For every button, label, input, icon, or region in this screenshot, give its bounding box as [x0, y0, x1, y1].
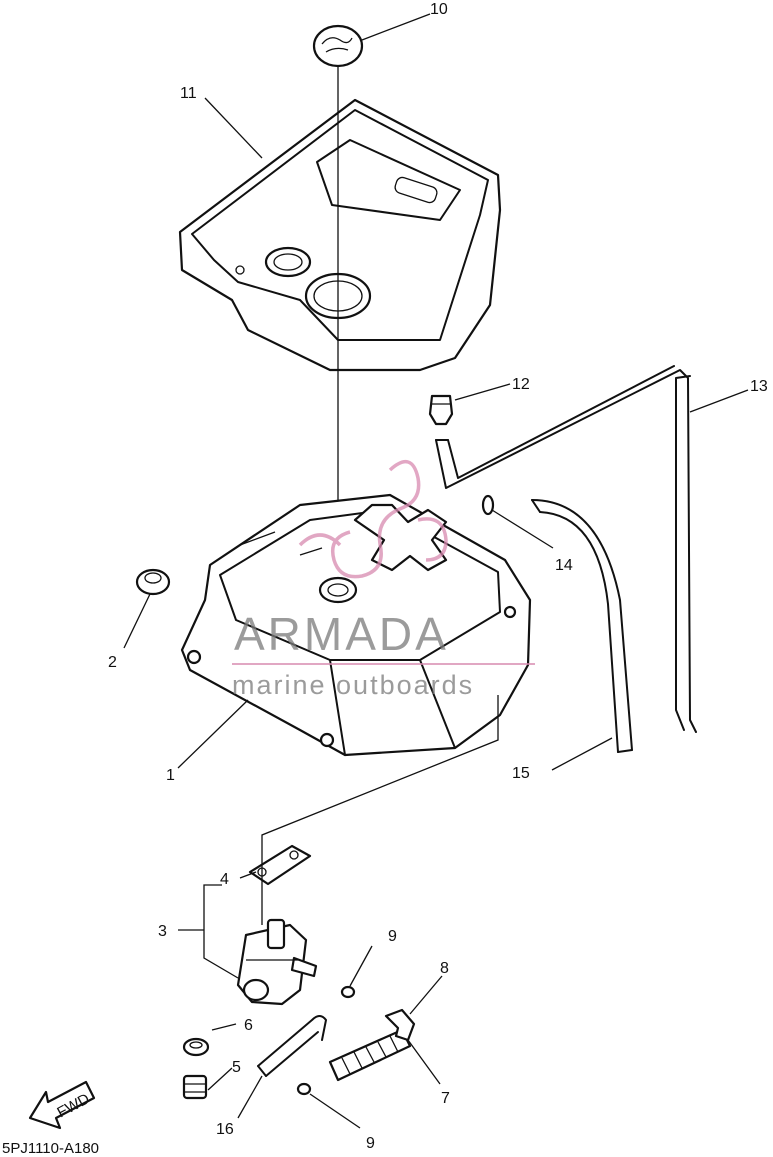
callout-15: 15	[512, 765, 530, 782]
watermark-brand: ARMADA	[234, 608, 449, 660]
callout-11: 11	[180, 85, 197, 102]
fwd-arrow: FWD	[28, 1080, 96, 1130]
leader-lines	[123, 13, 749, 1129]
armada-watermark: ARMADA marine outboards	[232, 460, 535, 700]
part-5-drain-plug	[182, 1074, 208, 1100]
callout-10: 10	[430, 1, 448, 18]
callout-4: 4	[220, 871, 229, 888]
part-4-gasket	[248, 844, 312, 886]
part-11-tank-cover	[178, 98, 502, 372]
callout-7: 7	[441, 1090, 450, 1107]
callout-13: 13	[750, 378, 768, 395]
callout-6: 6	[244, 1017, 253, 1034]
watermark-logo-swirl	[298, 460, 448, 579]
callout-1: 1	[166, 767, 175, 784]
part-9-clip-upper	[340, 985, 356, 999]
part-10-fuel-cap	[312, 24, 364, 68]
part-6-washer	[182, 1037, 210, 1057]
part-12-fitting	[428, 394, 454, 426]
part-2-grommet	[135, 568, 171, 596]
callout-labels: 1 2 3 4 5 6 7 8 9 9 10 11 12 13 14 15 16	[108, 1, 768, 1152]
callout-2: 2	[108, 654, 117, 671]
part-1-fuel-tank	[180, 493, 532, 757]
part-15-hose	[531, 499, 633, 753]
callout-16: 16	[216, 1121, 234, 1138]
part-14-clip	[481, 494, 495, 516]
diagram-code: 5PJ1110-A180	[2, 1140, 99, 1157]
callout-5: 5	[232, 1059, 241, 1076]
callout-14: 14	[555, 557, 573, 574]
part-9-clip-lower	[296, 1082, 312, 1096]
callout-9-upper: 9	[388, 928, 397, 945]
part-7-corrugated-hose	[328, 1028, 412, 1082]
watermark-tagline: marine outboards	[232, 670, 474, 700]
callout-12: 12	[512, 376, 530, 393]
callout-8: 8	[440, 960, 449, 977]
part-13-breather-hose	[435, 365, 697, 733]
callout-9-lower: 9	[366, 1135, 375, 1152]
callout-3: 3	[158, 923, 167, 940]
part-16-short-hose	[257, 1015, 327, 1077]
part-3-fuel-cock	[236, 918, 318, 1006]
